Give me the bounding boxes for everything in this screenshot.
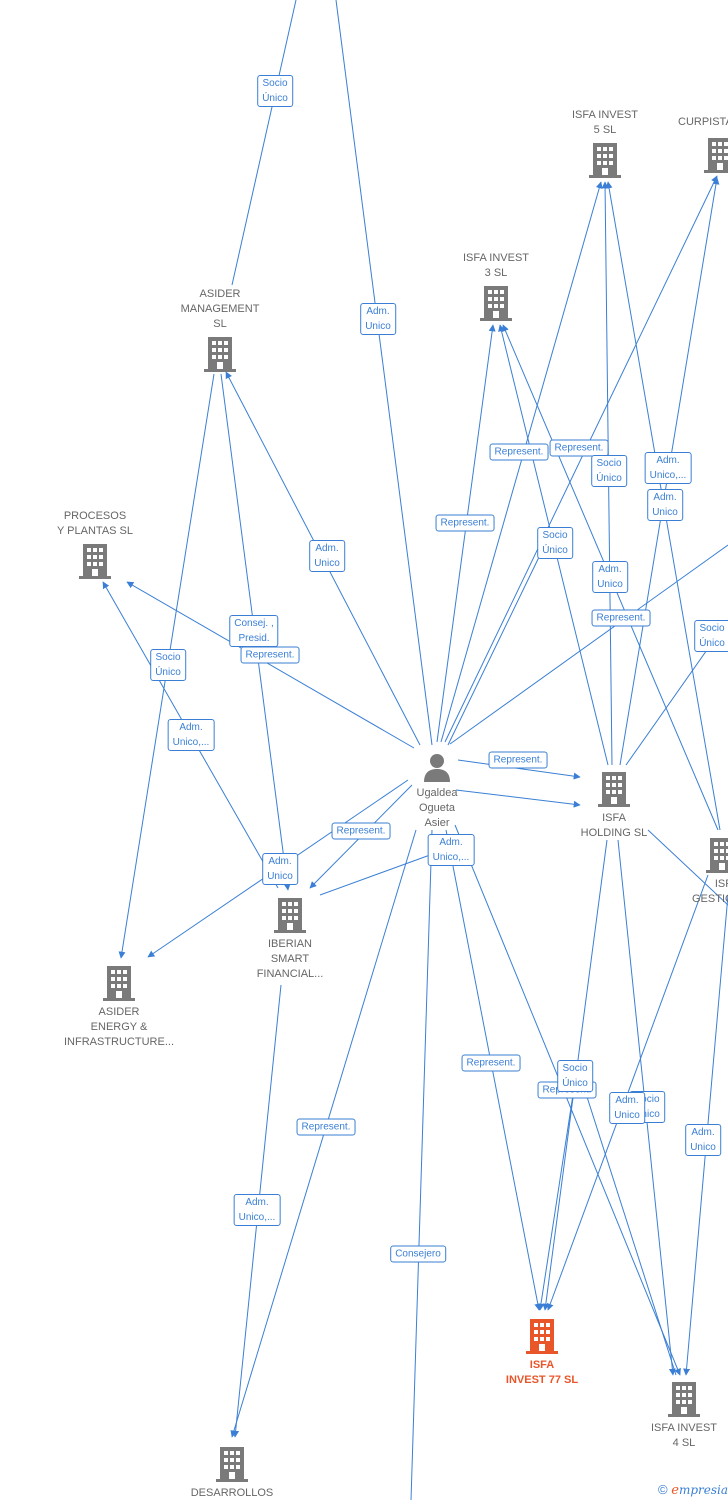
brand-name: mpresia xyxy=(678,1483,728,1497)
edge xyxy=(579,1074,677,1376)
edge xyxy=(455,789,581,808)
edge-label[interactable]: Represent. xyxy=(435,514,495,532)
edge-label[interactable]: Adm. Unico xyxy=(609,1092,645,1124)
edge-label[interactable]: Socio Único xyxy=(150,649,186,681)
edge xyxy=(537,1074,577,1311)
edge-label[interactable]: Consejero xyxy=(390,1245,446,1263)
edge-label[interactable]: Represent. xyxy=(296,1118,356,1136)
edge xyxy=(335,0,433,746)
edge-label[interactable]: Adm. Unico xyxy=(262,853,298,885)
node-label: ISFA INVEST 5 SL xyxy=(571,109,639,136)
building-icon xyxy=(526,1319,558,1354)
building-icon xyxy=(598,772,630,807)
node-label: IBERIAN SMART FINANCIAL... xyxy=(256,938,324,980)
edge-label[interactable]: Socio Único xyxy=(257,75,293,107)
edge-label[interactable]: Represent. xyxy=(488,751,548,769)
edge xyxy=(449,544,728,745)
node-label: ISFA INVEST 4 SL xyxy=(650,1422,718,1449)
edge xyxy=(647,829,728,906)
edge-label[interactable]: Adm. Unico,... xyxy=(233,1194,281,1226)
edge-label[interactable]: Represent. xyxy=(489,443,549,461)
edge-label[interactable]: Represent. xyxy=(240,646,300,664)
edge-label[interactable]: Socio Único xyxy=(591,455,627,487)
edge xyxy=(444,175,718,743)
node-label: ASIDER ENERGY & INFRASTRUCTURE... xyxy=(64,1006,174,1048)
person-icon xyxy=(424,754,450,782)
edge xyxy=(436,324,496,743)
copyright-symbol: © xyxy=(658,1482,668,1497)
edge-label[interactable]: Adm. Unico xyxy=(360,303,396,335)
node-label: CURPISTA xyxy=(678,116,728,128)
brand-initial: e xyxy=(671,1483,679,1498)
edge xyxy=(454,824,681,1376)
node-label: DESARROLLOS xyxy=(190,1487,274,1499)
edge-label[interactable]: Adm. Unico,... xyxy=(644,452,692,484)
edge xyxy=(440,181,603,743)
edge-label[interactable]: Adm. Unico xyxy=(309,540,345,572)
edge-label[interactable]: Adm. Unico xyxy=(685,1124,721,1156)
edge-label[interactable]: Adm. Unico xyxy=(592,561,628,593)
edge-label[interactable]: Adm. Unico,... xyxy=(427,834,475,866)
edge-label[interactable]: Consej. , Presid. xyxy=(229,615,279,647)
node-label: ISF GESTIO xyxy=(692,878,728,905)
edge-label[interactable]: Represent. xyxy=(591,609,651,627)
building-icon xyxy=(668,1382,700,1417)
building-icon xyxy=(589,143,621,178)
building-icon xyxy=(204,337,236,372)
building-icon xyxy=(704,138,728,173)
edge xyxy=(457,759,581,780)
edge-label[interactable]: Socio Único xyxy=(557,1060,593,1092)
node-label: ISFA INVEST 3 SL xyxy=(462,252,530,279)
edge xyxy=(447,554,541,746)
node-label: Ugaldea Ogueta Asier xyxy=(416,787,458,829)
node-label: PROCESOS Y PLANTAS SL xyxy=(56,510,134,537)
edge-label[interactable]: Represent. xyxy=(461,1054,521,1072)
edge-label[interactable]: Socio Único xyxy=(694,620,728,652)
building-icon xyxy=(103,966,135,1001)
edge-label[interactable]: Represent. xyxy=(549,439,609,457)
building-icon xyxy=(480,286,512,321)
edge xyxy=(231,0,297,286)
building-icon xyxy=(274,898,306,933)
edge-label[interactable]: Adm. Unico,... xyxy=(167,719,215,751)
edge-label[interactable]: Represent. xyxy=(331,822,391,840)
building-icon xyxy=(216,1447,248,1482)
node-label: ISFA HOLDING SL xyxy=(580,812,648,839)
edge-label[interactable]: Adm. Unico xyxy=(647,489,683,521)
empresia-logo: © empresia xyxy=(658,1482,728,1498)
node-label: ISFA INVEST 77 SL xyxy=(505,1359,579,1386)
edge xyxy=(410,829,433,1500)
node-label: ASIDER MANAGEMENT SL xyxy=(180,288,260,330)
building-icon xyxy=(79,544,111,579)
edge xyxy=(126,581,415,749)
edge-label[interactable]: Socio Único xyxy=(537,527,573,559)
building-icon xyxy=(706,838,728,873)
edge xyxy=(319,854,431,896)
